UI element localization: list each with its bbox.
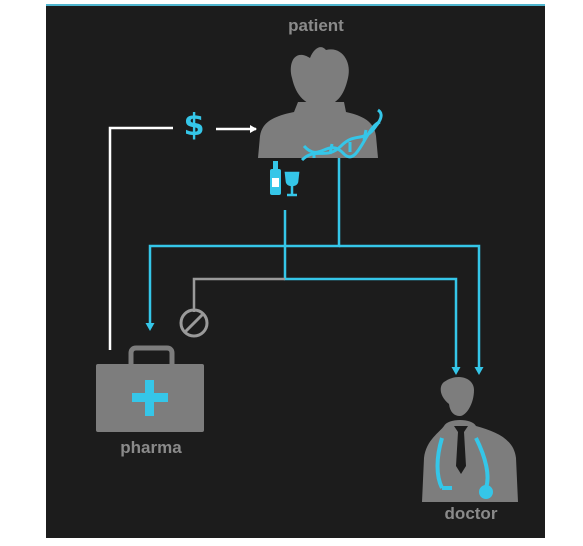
pharma-label: pharma (120, 438, 182, 457)
payment-line (108, 126, 173, 350)
doctor-tie (454, 426, 468, 474)
no-entry-icon (179, 308, 209, 338)
blocked-line (192, 277, 285, 312)
diagram-graphics (96, 47, 518, 502)
doctor-icon (422, 376, 518, 502)
bottle-icon (270, 161, 281, 195)
lifestyle-line (283, 210, 461, 375)
medical-kit-icon (96, 345, 204, 432)
stethoscope-icon (435, 437, 493, 499)
patient-to-pharma-line (145, 158, 341, 331)
patient-icon (258, 47, 378, 158)
patient-to-doctor-line (339, 244, 484, 375)
dna-icon (300, 108, 383, 162)
dollar-icon: $ (183, 108, 205, 143)
diagram-canvas: patient $ pharma doctor (46, 4, 545, 538)
patient-label: patient (288, 16, 344, 35)
wine-glass-icon (284, 171, 300, 197)
doctor-label: doctor (444, 504, 498, 523)
